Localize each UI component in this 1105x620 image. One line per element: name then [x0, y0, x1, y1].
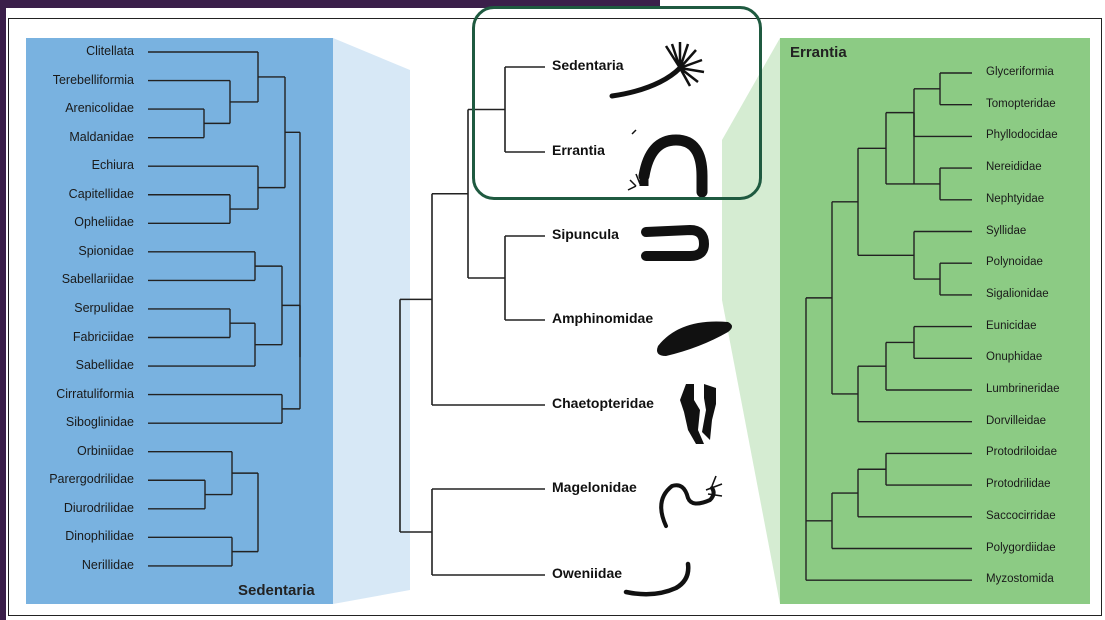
- errantia-taxon-label: Nephtyidae: [986, 192, 1045, 205]
- errantia-taxon-label: Nereididae: [986, 161, 1042, 174]
- errantia-taxon-label: Polynoidae: [986, 256, 1043, 269]
- sedentaria-taxon-label: Clitellata: [86, 44, 134, 58]
- sedentaria-taxon-label: Opheliidae: [74, 215, 134, 230]
- errantia-taxon-label: Polygordiidae: [986, 541, 1056, 554]
- errantia-taxon-label: Glyceriformia: [986, 66, 1054, 78]
- amphinomidae-worm-icon: [657, 321, 732, 356]
- main-taxon-label: Amphinomidae: [552, 310, 654, 326]
- highlight-box: [472, 6, 762, 200]
- errantia-taxon-label: Dorvilleidae: [986, 414, 1047, 427]
- sedentaria-taxon-label: Nerillidae: [81, 557, 134, 572]
- main-taxon-label: Errantia: [552, 142, 605, 158]
- sedentaria-taxon-label: Terebelliformia: [52, 72, 134, 87]
- sedentaria-taxon-label: Sabellariidae: [61, 272, 134, 287]
- sedentaria-panel-title: Sedentaria: [238, 582, 315, 599]
- chaetopteridae-worm-icon: [680, 384, 716, 444]
- errantia-taxon-label: Onuphidae: [986, 351, 1043, 364]
- sedentaria-expansion-wedge: [333, 38, 410, 604]
- errantia-worm-icon: [627, 129, 708, 198]
- sedentaria-taxon-label: Parergodrilidae: [49, 472, 134, 487]
- sedentaria-taxon-label: Diurodrilidae: [63, 500, 134, 515]
- main-taxon-label: Magelonidae: [552, 479, 637, 495]
- sedentaria-taxon-label: Arenicolidae: [65, 101, 134, 116]
- errantia-taxon-label: Lumbrineridae: [986, 383, 1060, 395]
- sedentaria-taxon-label: Echiura: [91, 158, 134, 173]
- errantia-taxon-label: Protodriloidae: [986, 446, 1057, 459]
- sedentaria-worm-icon: [609, 42, 705, 99]
- oweniidae-worm-icon: [623, 561, 691, 597]
- sedentaria-taxon-label: Serpulidae: [74, 300, 134, 315]
- sedentaria-taxon-label: Sabellidae: [75, 358, 134, 373]
- errantia-taxon-label: Tomopteridae: [986, 97, 1056, 110]
- sedentaria-taxon-label: Dinophilidae: [65, 529, 134, 544]
- errantia-taxon-label: Sigalionidae: [986, 287, 1049, 300]
- sedentaria-tree-branches: [148, 51, 301, 567]
- errantia-panel-title: Errantia: [790, 44, 847, 61]
- sedentaria-taxon-label: Capitellidae: [68, 186, 134, 201]
- sedentaria-taxon-label: Maldanidae: [69, 129, 134, 144]
- errantia-expansion-wedge: [722, 38, 780, 604]
- main-taxon-label: Sedentaria: [552, 57, 624, 73]
- top-accent-bar: [0, 0, 660, 8]
- main-taxon-label: Sipuncula: [552, 226, 619, 242]
- errantia-taxon-label: Phyllodocidae: [986, 129, 1058, 142]
- errantia-taxon-label: Eunicidae: [986, 319, 1037, 332]
- errantia-taxon-label: Saccocirridae: [986, 509, 1056, 522]
- errantia-taxon-label: Protodrilidae: [986, 478, 1051, 491]
- sedentaria-taxon-label: Siboglinidae: [65, 415, 134, 430]
- sedentaria-taxon-label: Spionidae: [78, 243, 134, 258]
- sedentaria-taxon-label: Fabriciidae: [72, 329, 134, 344]
- left-accent-bar: [0, 0, 6, 620]
- magelonidae-worm-icon: [659, 475, 723, 528]
- errantia-taxon-label: Syllidae: [986, 224, 1027, 237]
- main-taxon-label: Chaetopteridae: [552, 395, 654, 411]
- sedentaria-taxon-label: Orbiniidae: [77, 443, 134, 458]
- errantia-tree-branches: [805, 72, 972, 581]
- errantia-taxon-label: Myzostomida: [986, 573, 1054, 586]
- sipuncula-worm-icon: [641, 224, 710, 261]
- main-taxon-label: Oweniidae: [552, 565, 623, 581]
- sedentaria-taxon-label: Cirratuliformia: [56, 386, 134, 401]
